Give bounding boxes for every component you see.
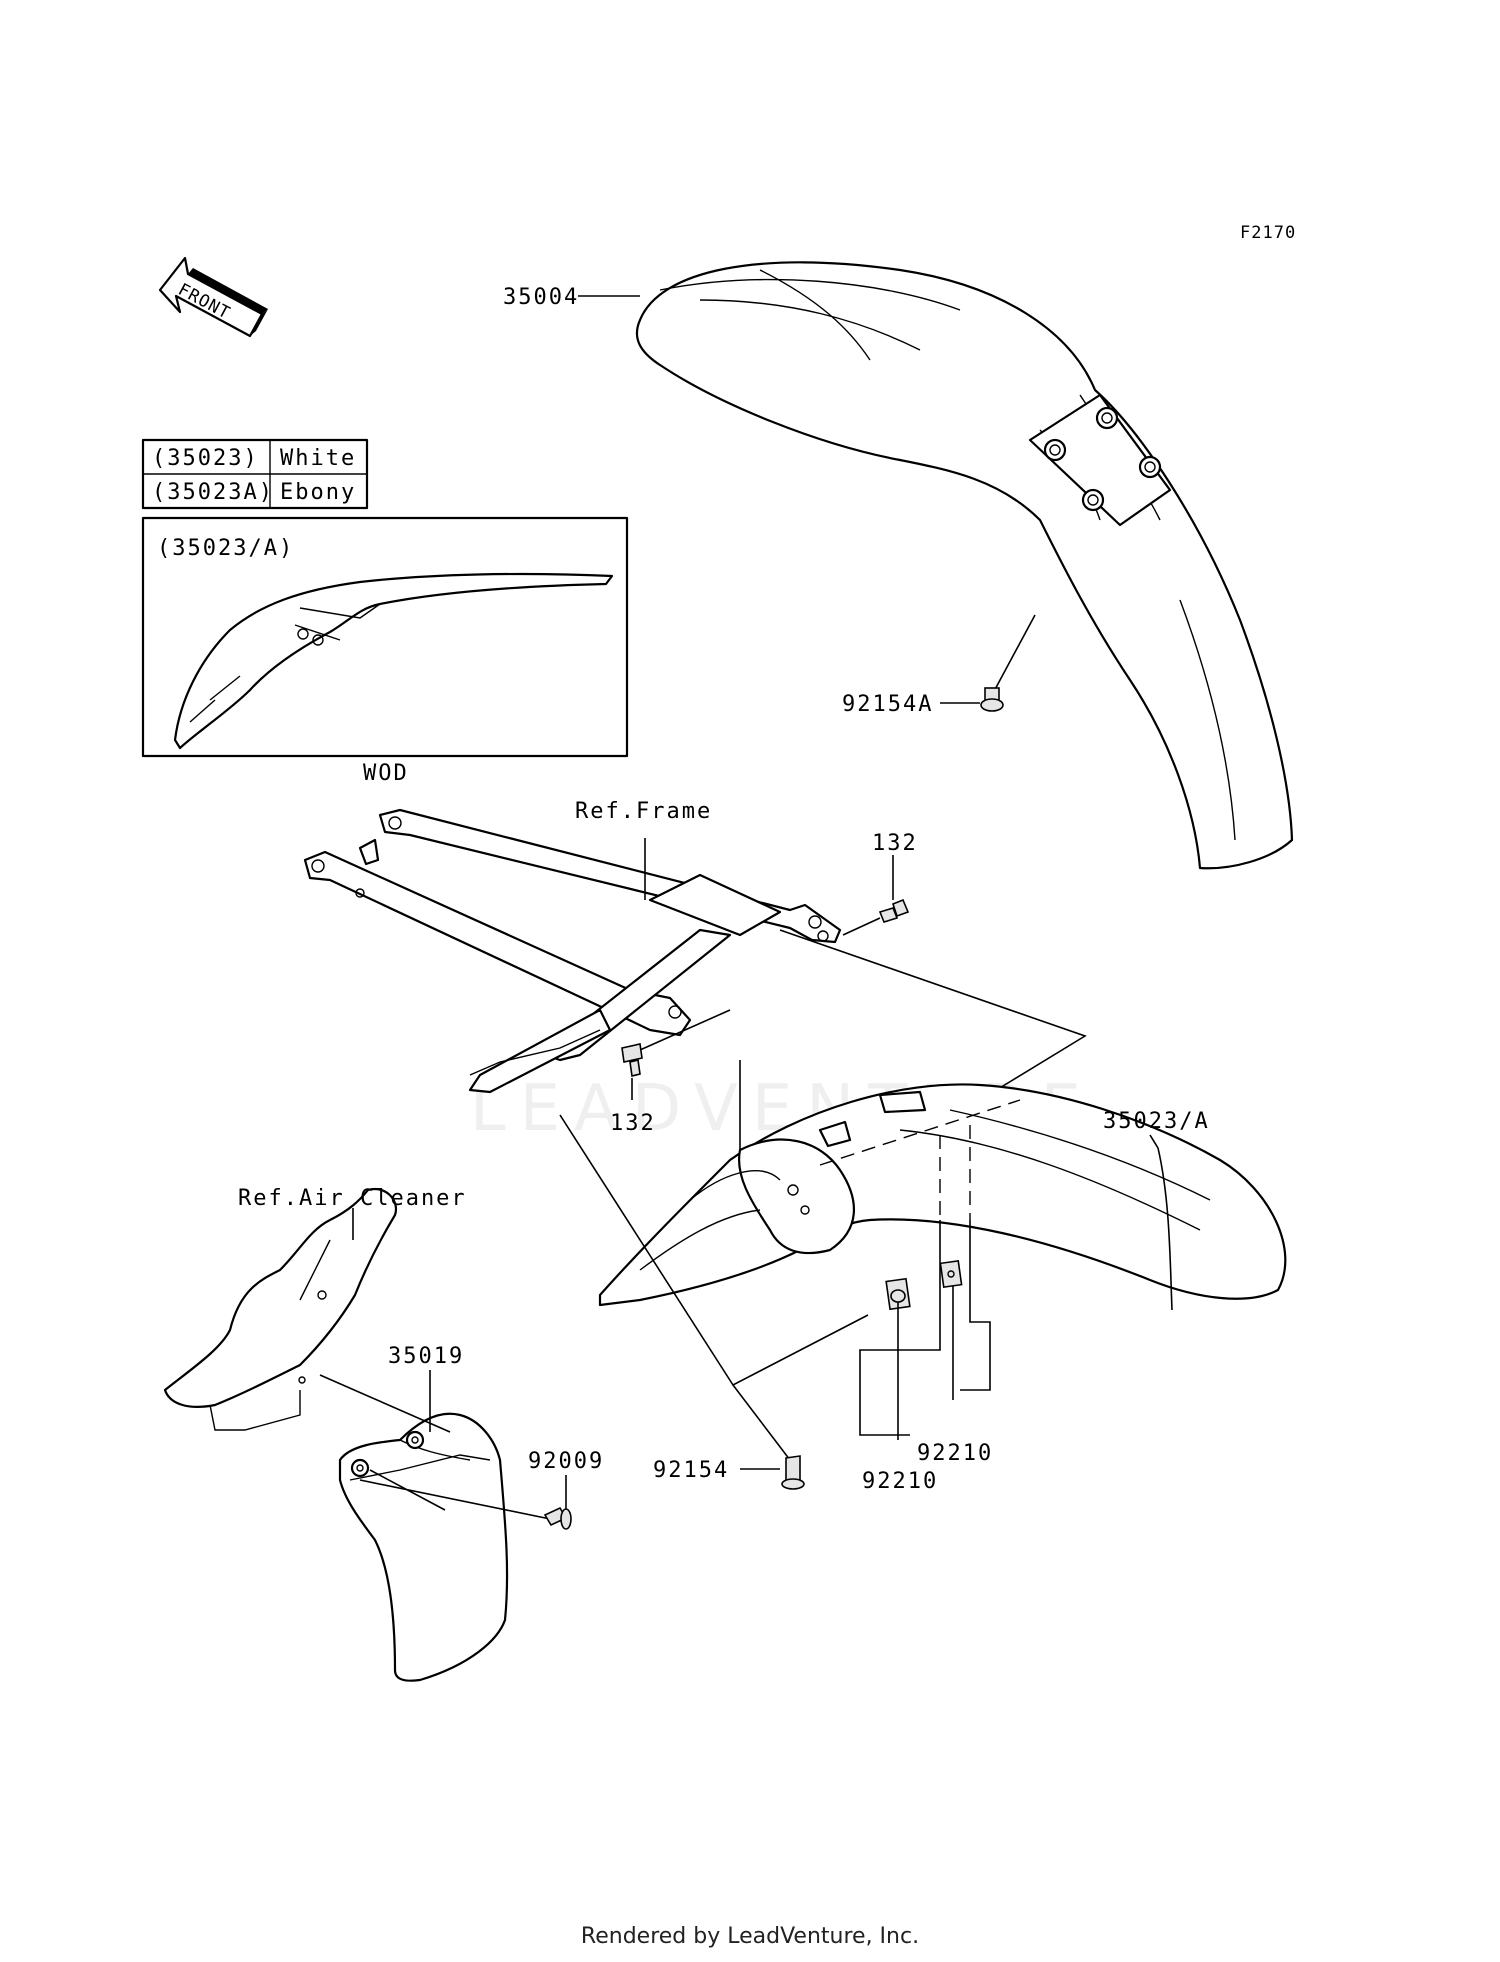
label-ref-air-cleaner: Ref.Air Cleaner: [238, 1186, 467, 1211]
front-arrow-icon: FRONT: [158, 256, 268, 338]
bolt-92154-icon: [781, 1455, 805, 1490]
bolt-132-lower-icon: [621, 1009, 731, 1077]
rear-frame: [303, 808, 842, 1094]
bolt-132-upper-icon: [842, 898, 910, 936]
mud-flap: [338, 1412, 509, 1682]
nut-92210-right-icon: [939, 1259, 963, 1289]
inset-fender-illustration: [173, 572, 614, 750]
air-cleaner-ref: [163, 1187, 398, 1431]
rear-fender: [598, 1083, 1287, 1307]
table-row-1-part: (35023): [152, 446, 259, 471]
label-ref-frame: Ref.Frame: [575, 799, 712, 824]
color-table: (35023) White (35023A) Ebony: [141, 438, 369, 510]
inset-wod-variant: (35023/A) WOD: [141, 516, 629, 786]
label-35019: 35019: [388, 1344, 464, 1369]
label-92154: 92154: [653, 1458, 729, 1483]
table-row-2-part: (35023A): [152, 480, 274, 505]
table-row-1-color: White: [280, 446, 356, 471]
table-row-2-color: Ebony: [280, 480, 356, 505]
label-35004: 35004: [503, 285, 579, 310]
bolt-92154a-icon: [980, 687, 1004, 712]
label-92210-left: 92210: [862, 1469, 938, 1494]
front-fender: [635, 261, 1294, 870]
inset-caption: WOD: [363, 761, 409, 786]
label-92154a: 92154A: [842, 692, 933, 717]
screw-92009-icon: [543, 1506, 572, 1530]
footer-credit: Rendered by LeadVenture, Inc.: [580, 1924, 920, 1949]
inset-title: (35023/A): [157, 536, 294, 561]
label-92009: 92009: [528, 1449, 604, 1474]
diagram-code: F2170: [1240, 223, 1296, 243]
nut-92210-left-icon: [885, 1277, 911, 1311]
label-35023-a: 35023/A: [1103, 1109, 1210, 1134]
label-92210-right: 92210: [917, 1441, 993, 1466]
label-132-upper: 132: [872, 831, 918, 856]
label-132-lower: 132: [610, 1111, 656, 1136]
